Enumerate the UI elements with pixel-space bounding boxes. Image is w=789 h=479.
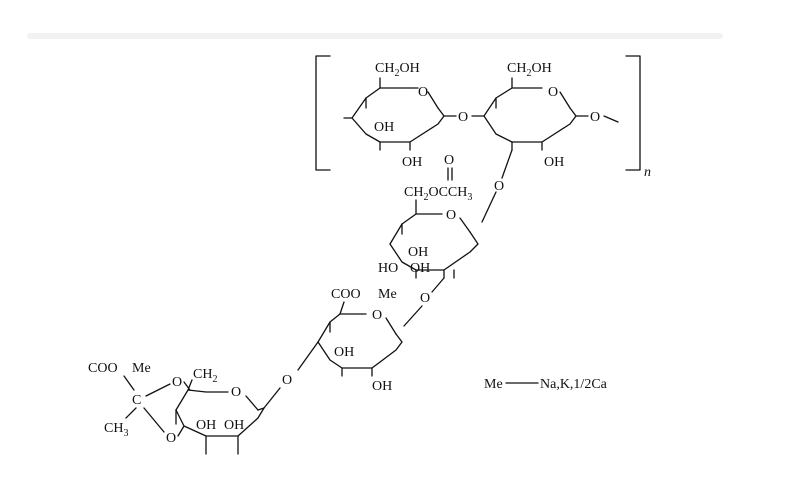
legend-me-label: Me: [484, 377, 503, 392]
r4-ring-oxygen: O: [372, 308, 382, 323]
chain-end-oxygen: O: [590, 110, 600, 125]
r3-ring-oxygen: O: [446, 208, 456, 223]
side-ring-3: [389, 199, 479, 279]
backbone-bridge-oxygen: O: [458, 110, 468, 125]
pyruvate-oxygen-bottom: O: [166, 431, 176, 446]
pyruvate-carboxylate-label: COO: [88, 361, 118, 376]
left-bracket: [315, 55, 331, 171]
backbone-ring-1: [343, 77, 445, 151]
pyruvate-methyl-label: CH3: [104, 421, 128, 439]
right-bracket: [625, 55, 641, 171]
r2-ch2oh-label: CH2OH: [507, 61, 552, 79]
pyruvate-oxygen-top: O: [172, 375, 182, 390]
r3-hydroxyl-c: OH: [410, 261, 430, 276]
side-link-oxygen-1: O: [494, 179, 504, 194]
r4-hydroxyl-a: OH: [334, 345, 354, 360]
pyruvate-ketal-bonds: [123, 375, 191, 437]
pyruvate-ketal-carbon: C: [132, 393, 141, 408]
r1-ring-oxygen: O: [418, 85, 428, 100]
backbone-ring-2: [483, 77, 619, 151]
r2-hydroxyl: OH: [544, 155, 564, 170]
r5-hydroxyl-b: OH: [224, 418, 244, 433]
r5-ring-oxygen: O: [231, 385, 241, 400]
acetyl-carbonyl-oxygen: O: [444, 153, 454, 168]
r3-hydroxyl-b: HO: [378, 261, 398, 276]
r3-hydroxyl-a: OH: [408, 245, 428, 260]
r5-ch2-label: CH2: [193, 367, 217, 385]
side-link-oxygen-3: O: [282, 373, 292, 388]
r4-carboxylate-label: COO: [331, 287, 361, 302]
r4-hydroxyl-b: OH: [372, 379, 392, 394]
r2-ring-oxygen: O: [548, 85, 558, 100]
r1-hydroxyl-b: OH: [402, 155, 422, 170]
repeat-n-label: n: [644, 165, 651, 180]
r5-hydroxyl-a: OH: [196, 418, 216, 433]
side-ring-4: [317, 301, 403, 377]
side-ring-5: [175, 379, 265, 455]
acetyl-group-label: CH2OCCH3: [404, 185, 472, 203]
side-link-oxygen-2: O: [420, 291, 430, 306]
pyruvate-counterion-label: Me: [132, 361, 151, 376]
r1-ch2oh-label: CH2OH: [375, 61, 420, 79]
r4-counterion-label: Me: [378, 287, 397, 302]
r1-hydroxyl-a: OH: [374, 120, 394, 135]
legend-counterions: Na,K,1/2Ca: [540, 377, 608, 392]
